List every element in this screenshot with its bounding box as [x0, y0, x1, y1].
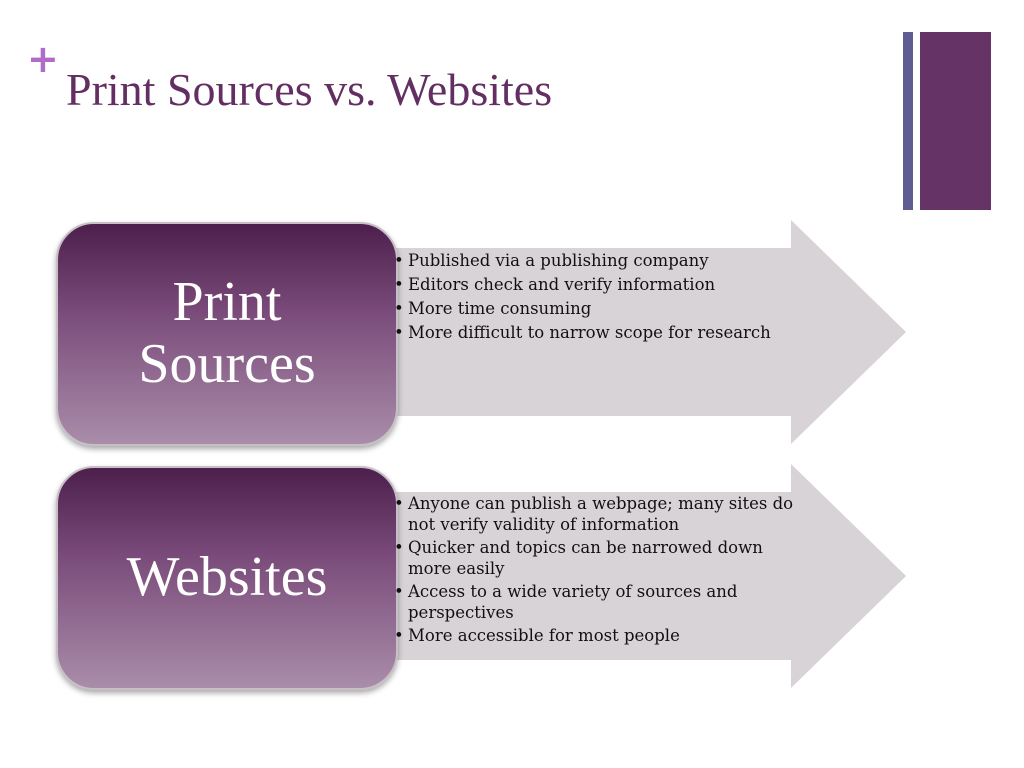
websites-heading: Websites — [126, 546, 328, 609]
websites-bullets: Anyone can publish a webpage; many sites… — [394, 493, 804, 648]
plus-icon: + — [27, 37, 59, 81]
print-sources-bullets: Published via a publishing company Edito… — [394, 250, 804, 346]
print-sources-heading: Print Sources — [138, 271, 316, 395]
print-sources-row: Print Sources Published via a publishing… — [0, 220, 1024, 446]
list-item: More accessible for most people — [394, 625, 804, 646]
websites-box: Websites — [56, 466, 398, 690]
list-item: Access to a wide variety of sources and … — [394, 581, 804, 623]
print-sources-box: Print Sources — [56, 222, 398, 446]
list-item: Quicker and topics can be narrowed down … — [394, 537, 804, 579]
list-item: More difficult to narrow scope for resea… — [394, 322, 804, 344]
list-item: Editors check and verify information — [394, 274, 804, 296]
list-item: More time consuming — [394, 298, 804, 320]
list-item: Published via a publishing company — [394, 250, 804, 272]
websites-row: Websites Anyone can publish a webpage; m… — [0, 464, 1024, 690]
slide-title: Print Sources vs. Websites — [66, 64, 553, 115]
accent-bar-thin — [903, 32, 913, 210]
list-item: Anyone can publish a webpage; many sites… — [394, 493, 804, 535]
accent-bar-thick — [920, 32, 991, 210]
